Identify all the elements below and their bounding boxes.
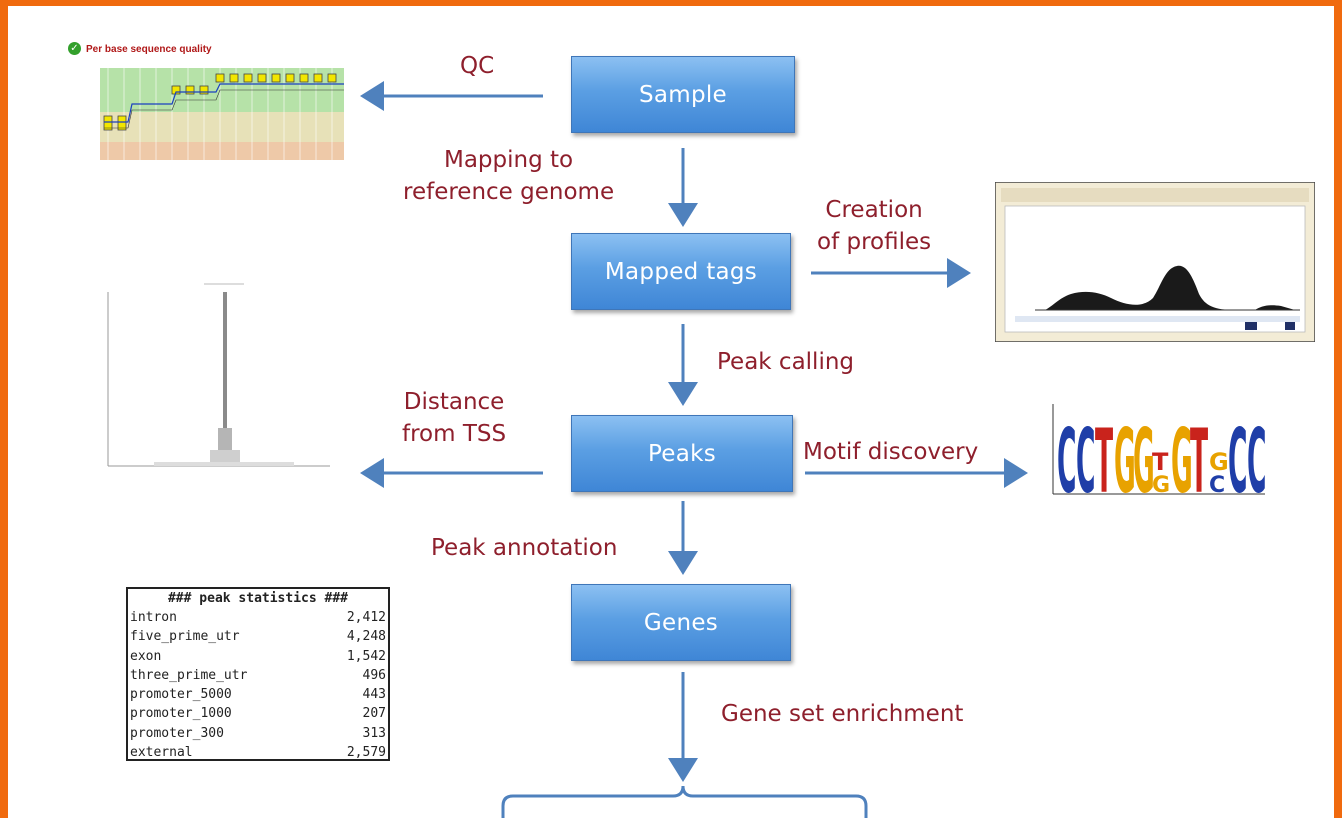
table-row: promoter_1000 207 (130, 704, 386, 723)
table-row: exon 1,542 (130, 647, 386, 666)
label-qc: QC (460, 53, 495, 79)
motif-letter: T (1095, 411, 1113, 506)
node-sample-label: Sample (638, 81, 728, 108)
motif-letter: G (1171, 411, 1193, 506)
motif-letter: G (1152, 473, 1170, 498)
workflow-canvas: Sample Mapped tags Peaks Genes QC Mappin… (8, 6, 1334, 818)
table-cell-name: intron (130, 610, 177, 625)
table-row: three_prime_utr 496 (130, 666, 386, 685)
table-row: external 2,579 (130, 743, 386, 762)
peak-statistics-header: ### peak statistics ### (167, 591, 348, 606)
table-cell-name: promoter_1000 (130, 706, 232, 722)
node-mapped-tags: Mapped tags (571, 233, 791, 310)
label-profiles: Creation of profiles (817, 194, 931, 258)
table-row: promoter_300 313 (130, 724, 386, 743)
check-icon: ✓ (68, 42, 81, 55)
label-mapping-line2: reference genome (403, 179, 615, 205)
label-distance-line1: Distance (403, 389, 505, 415)
table-cell-name: promoter_300 (130, 725, 224, 741)
arrow-layer (360, 81, 1028, 818)
node-peaks-label: Peaks (647, 440, 717, 467)
table-row: five_prime_utr 4,248 (130, 627, 386, 646)
motif-letter: C (1228, 411, 1247, 506)
label-peak-calling: Peak calling (717, 349, 855, 375)
node-peaks: Peaks (571, 415, 793, 492)
node-sample: Sample (571, 56, 795, 133)
qc-panel-title: Per base sequence quality (86, 44, 212, 55)
motif-letter: C (1209, 473, 1225, 498)
motif-letter: T (1190, 411, 1208, 506)
table-cell-name: external (130, 745, 193, 761)
motif-letter: C (1076, 411, 1095, 506)
label-profiles-line1: Creation (825, 197, 923, 223)
label-gene-set-enrichment: Gene set enrichment (721, 701, 964, 727)
motif-letter: G (1133, 411, 1155, 506)
label-profiles-line2: of profiles (817, 229, 932, 255)
motif-letter: T (1152, 448, 1169, 476)
table-cell-name: promoter_5000 (130, 687, 232, 703)
label-peak-annotation: Peak annotation (431, 535, 618, 561)
table-cell-value: 4,248 (346, 629, 386, 645)
label-motif-discovery: Motif discovery (803, 439, 979, 465)
node-genes-label: Genes (643, 609, 719, 636)
qc-quality-plot-thumbnail (88, 60, 346, 160)
label-distance-line2: from TSS (402, 421, 507, 447)
peak-statistics-table: ### peak statistics ### intron 2,412 five_… (126, 587, 390, 761)
table-row: intron 2,412 (130, 608, 386, 627)
genome-browser-profile-thumbnail (995, 182, 1315, 342)
table-cell-value: 2,579 (346, 745, 386, 761)
table-cell-name: three_prime_utr (130, 667, 248, 683)
table-cell-value: 207 (362, 706, 386, 722)
node-genes: Genes (571, 584, 791, 661)
table-row: promoter_5000 443 (130, 685, 386, 704)
label-mapping: Mapping to reference genome (403, 144, 614, 208)
motif-letter: C (1057, 411, 1076, 506)
distance-histogram-thumbnail (94, 278, 336, 478)
motif-letter: G (1209, 448, 1229, 476)
node-mapped-tags-label: Mapped tags (604, 258, 758, 285)
table-cell-name: exon (130, 648, 162, 664)
table-cell-value: 2,412 (346, 610, 386, 625)
table-cell-name: five_prime_utr (130, 629, 240, 645)
table-cell-value: 1,542 (346, 648, 386, 664)
peak-statistics-rows: intron 2,412 five_prime_utr 4,248 exon 1,542 t… (130, 608, 386, 762)
table-cell-value: 496 (362, 667, 386, 683)
motif-letter: C (1247, 411, 1265, 506)
label-distance: Distance from TSS (402, 386, 506, 450)
motif-letter: G (1114, 411, 1136, 506)
table-cell-value: 313 (362, 725, 386, 741)
enrichment-bracket (501, 785, 868, 818)
table-cell-value: 443 (362, 687, 386, 703)
label-mapping-line1: Mapping to (443, 147, 574, 173)
